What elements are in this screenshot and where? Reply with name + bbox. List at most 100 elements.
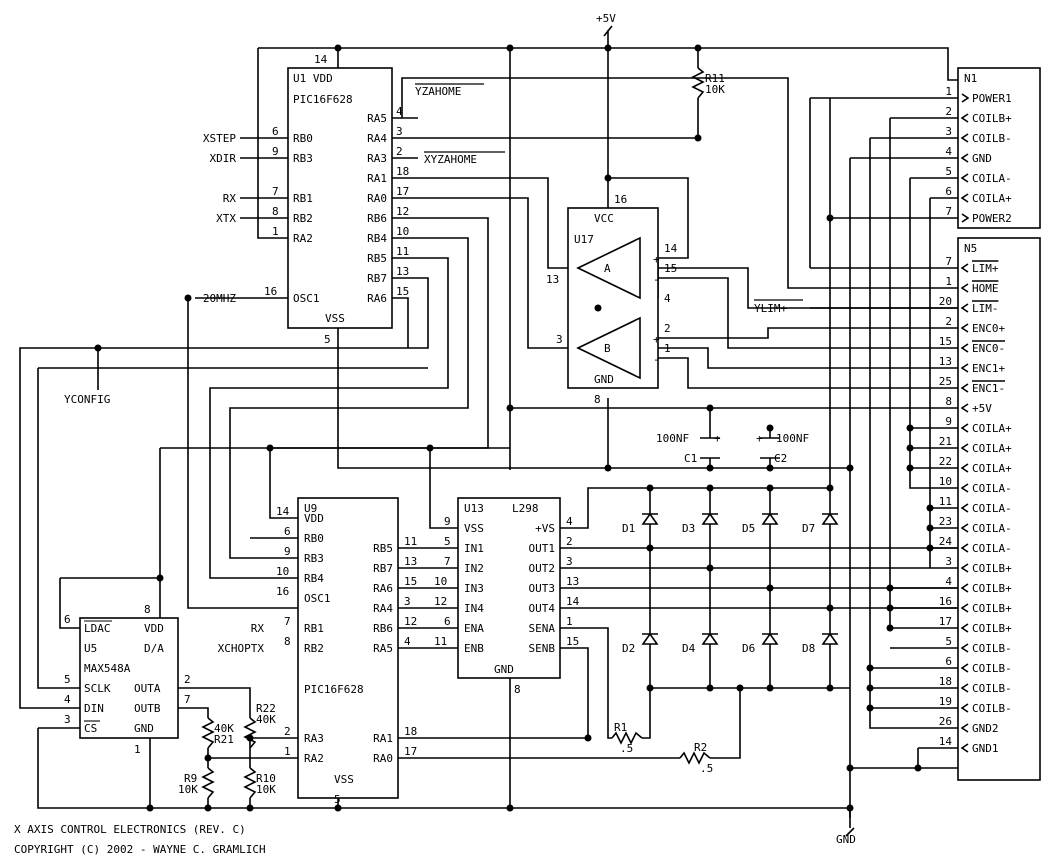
u17-pin-14: 14 — [664, 242, 678, 255]
n5-pin-16-number: 16 — [939, 595, 952, 608]
u5-outa: OUTA — [134, 682, 161, 695]
u17-gnd: GND — [594, 373, 614, 386]
u9-pin-ra1-label: RA1 — [373, 732, 393, 745]
n5-pin-15-label: ENC0- — [972, 342, 1005, 355]
u13-pin-out4-label: OUT4 — [529, 602, 556, 615]
u13-pin-in1-label: IN1 — [464, 542, 484, 555]
n5-pin-7-number: 7 — [945, 255, 952, 268]
n5-pin-17-arrow — [960, 623, 969, 633]
n5-pin-10-number: 10 — [939, 475, 952, 488]
n5-pins: LIM+7HOME1LIM-20ENC0+2ENC0-15ENC1+13ENC1… — [939, 255, 1012, 755]
n5-pin-7-label: LIM+ — [972, 262, 999, 275]
u13-ref: U13 — [464, 502, 484, 515]
u13-pin-pvs-number: 4 — [566, 515, 573, 528]
n1-pin-7-arrow — [961, 213, 970, 223]
diode-d7-label: D7 — [802, 522, 815, 535]
u13-pin-in4-number: 12 — [434, 595, 447, 608]
u9-pin-rb2-label: RB2 — [304, 642, 324, 655]
u13-gnd: GND — [494, 663, 514, 676]
n5-pin-14-label: GND1 — [972, 742, 999, 755]
n5-pin-13-label: ENC1+ — [972, 362, 1005, 375]
u9-pin-ra6-number: 15 — [404, 575, 417, 588]
n5-pin-11-number: 11 — [939, 495, 952, 508]
n1-connector: N1 POWER11COILB+2COILB-3GND4COILA-5COILA… — [945, 67, 1041, 229]
n1-pin-3-number: 3 — [945, 125, 952, 138]
u13-pin-vss-number: 9 — [444, 515, 451, 528]
u5-din: DIN — [84, 702, 104, 715]
net-rx-label: RX — [251, 622, 265, 635]
c1-value: 100NF — [656, 432, 689, 445]
diode-d1-label: D1 — [622, 522, 635, 535]
u9-pin-ra1-number: 18 — [404, 725, 417, 738]
r2-value: .5 — [700, 762, 713, 775]
u9-pin-rb4-label: RB4 — [304, 572, 324, 585]
n5-pin-23-arrow — [960, 523, 969, 533]
r22-resistor: R22 40K — [243, 702, 276, 749]
u5-dac: LDAC VDD U5 D/A MAX548A SCLK OUTA DIN OU… — [64, 603, 191, 756]
diode-d4-label: D4 — [682, 642, 696, 655]
u9-vss: VSS — [334, 773, 354, 786]
n5-pin-1-number: 1 — [945, 275, 952, 288]
n5-pin-23-number: 23 — [939, 515, 952, 528]
u5-part: MAX548A — [84, 662, 131, 675]
n5-pin-2-arrow — [960, 323, 969, 333]
n1-pins: POWER11COILB+2COILB-3GND4COILA-5COILA+6P… — [945, 85, 1012, 225]
u13-pin-enb-label: ENB — [464, 642, 484, 655]
u5-vdd: VDD — [144, 622, 164, 635]
n1-pin-7-number: 7 — [945, 205, 952, 218]
u13-pin-out1-number: 2 — [566, 535, 573, 548]
u5-pin-ldac: 6 — [64, 613, 71, 626]
u5-pin-cs: 3 — [64, 713, 71, 726]
svg-text:+: + — [653, 333, 660, 346]
u1-vdd-pin: 14 — [314, 53, 328, 66]
u17-vcc-pin: 16 — [614, 193, 627, 206]
n5-pin-25-label: ENC1- — [972, 382, 1005, 395]
u9-pin-ra5-label: RA5 — [373, 642, 393, 655]
n5-pin-5-number: 5 — [945, 635, 952, 648]
n1-pin-2-arrow — [960, 113, 969, 123]
u1-pin-ra6-number: 15 — [396, 285, 409, 298]
u1-pin-ra1-label: RA1 — [367, 172, 387, 185]
n5-pin-20-arrow — [960, 303, 969, 313]
xyzahome-net: XYZAHOME — [424, 153, 477, 166]
n5-pin-4-label: COILB+ — [972, 582, 1012, 595]
n5-pin-8-arrow — [960, 403, 969, 413]
u13-pin-in2-label: IN2 — [464, 562, 484, 575]
net-rx-label: RX — [223, 192, 237, 205]
u9-chip: U9 PIC16F628 VSS 5 VDD14RB06RB39RB410OSC… — [218, 497, 417, 806]
n1-pin-4-label: GND — [972, 152, 992, 165]
diode-d6-label: D6 — [742, 642, 755, 655]
u5-da: D/A — [144, 642, 164, 655]
diode-d1-symbol — [641, 512, 659, 525]
u1-chip: U1 VDD PIC16F628 VSS 14 5 RB06XSTEPRB39X… — [203, 53, 505, 346]
n1-pin-5-arrow — [960, 173, 969, 183]
u5-sclk: SCLK — [84, 682, 111, 695]
net-xtx-label: XTX — [216, 212, 236, 225]
n5-pin-6-number: 6 — [945, 655, 952, 668]
svg-text:-: - — [653, 353, 660, 366]
n5-pin-13-arrow — [960, 363, 969, 373]
u17-pin-4: 4 — [664, 292, 671, 305]
n5-pin-3-number: 3 — [945, 555, 952, 568]
c2-value: 100NF — [776, 432, 809, 445]
n5-connector: N5 LIM+7HOME1LIM-20ENC0+2ENC0-15ENC1+13E… — [939, 237, 1041, 781]
u9-pin-rb3-number: 9 — [284, 545, 291, 558]
u17-pin-15: 15 — [664, 262, 677, 275]
n1-pin-3-label: COILB- — [972, 132, 1012, 145]
u1-vss: VSS — [325, 312, 345, 325]
r10-resistor: R10 10K — [243, 767, 276, 799]
r9-resistor: R9 10K — [178, 767, 215, 799]
diode-d4-symbol — [701, 632, 719, 645]
u17-a: A — [604, 262, 611, 275]
u1-vss-pin: 5 — [324, 333, 331, 346]
u9-vss-pin: 5 — [334, 793, 341, 806]
n5-pin-8-number: 8 — [945, 395, 952, 408]
r21-resistor: 40K R21 — [201, 717, 234, 749]
u9-pin-rb4-number: 10 — [276, 565, 289, 578]
u9-left-pins: VDD14RB06RB39RB410OSC116RB17RXRB28XCHOPT… — [218, 505, 331, 765]
n5-pin-5-arrow — [960, 643, 969, 653]
copyright-text: COPYRIGHT (C) 2002 - WAYNE C. GRAMLICH — [14, 843, 266, 856]
